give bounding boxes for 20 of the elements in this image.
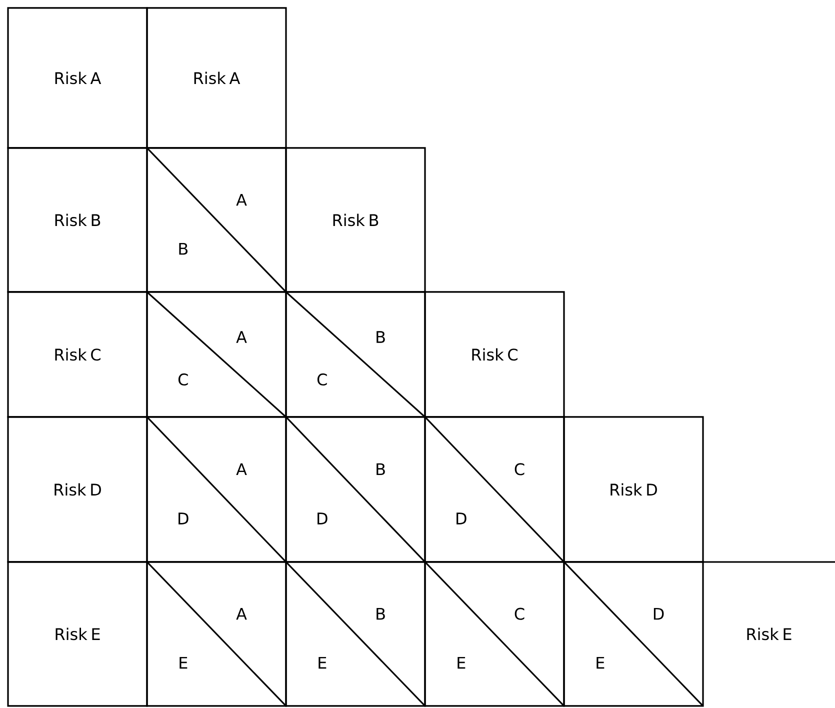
- split-cell: A B: [146, 147, 287, 293]
- cell: Risk E: [703, 561, 835, 640]
- cell: Risk D: [563, 416, 704, 563]
- split-cell: A C: [146, 291, 287, 418]
- cell: Risk C: [7, 291, 148, 418]
- split-cell: D E: [563, 561, 704, 707]
- cell: Risk E: [7, 561, 148, 707]
- split-cell: C D: [424, 416, 565, 563]
- cell: Risk B: [7, 147, 148, 293]
- split-cell: B D: [285, 416, 426, 563]
- split-cell: A D: [146, 416, 287, 563]
- split-cell: B E: [285, 561, 426, 707]
- split-cell: C E: [424, 561, 565, 707]
- cell: Risk A: [146, 7, 287, 149]
- cell: Risk C: [424, 291, 565, 418]
- cell: Risk D: [7, 416, 148, 563]
- split-cell: A E: [146, 561, 287, 707]
- split-cell: B C: [285, 291, 426, 418]
- cell: Risk B: [285, 147, 426, 293]
- cell: Risk A: [7, 7, 148, 149]
